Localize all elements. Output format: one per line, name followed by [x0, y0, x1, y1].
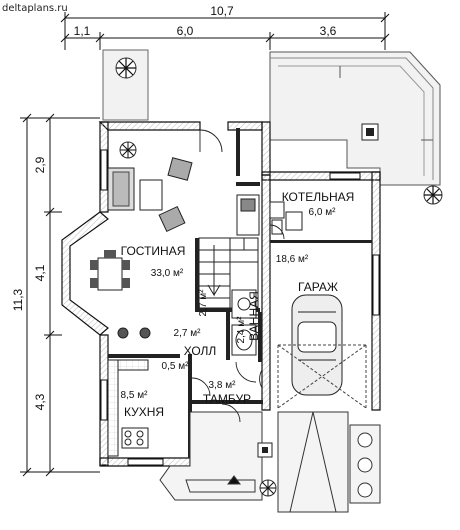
room-label-hall: ХОЛЛ: [184, 344, 217, 358]
plant-icon: [102, 49, 149, 121]
coffee-table: [139, 179, 163, 211]
plant-icon: [119, 141, 137, 159]
terrace-planter: [361, 123, 379, 141]
garage-door: [277, 344, 367, 409]
room-area-boiler: 6,0 м²: [309, 207, 337, 218]
dim-seg-mid: 4,1: [33, 264, 47, 281]
dim-seg-bottom: 4,3: [33, 393, 47, 410]
room-area-pantry: 0,5 м²: [162, 361, 190, 372]
kitchen-fixtures: [107, 327, 151, 457]
fireplace: [236, 194, 260, 236]
armchair: [158, 205, 186, 233]
entry-porch: [159, 411, 263, 501]
dim-seg-middle: 6,0: [177, 24, 194, 38]
room-label-bath: ВАННАЯ: [247, 291, 261, 341]
plant-icon: [423, 185, 443, 205]
porch-lamp: [257, 442, 273, 458]
living-window: [100, 149, 108, 191]
top-dimension-chain: [60, 12, 390, 50]
room-area-bath: 2,4 м²: [236, 316, 247, 344]
room-area-kitchen: 8,5 м²: [121, 390, 149, 401]
kitchen-side-window: [100, 379, 108, 421]
armchair: [167, 157, 193, 181]
plant-icon: [259, 479, 277, 497]
room-area-vestibule: 3,8 м²: [209, 380, 237, 391]
room-label-vestibule: ТАМБУР: [203, 392, 251, 406]
boiler-window: [329, 172, 361, 180]
boiler-equipment: [269, 201, 303, 235]
garage-window: [372, 254, 380, 316]
dim-total-height: 11,3: [11, 288, 25, 311]
room-area-stair: 2,7 м²: [198, 289, 209, 317]
dim-seg-right: 3,6: [320, 24, 337, 38]
dining-table: [90, 250, 130, 291]
room-area-hall: 2,7 м²: [174, 328, 202, 339]
dim-total-width: 10,7: [210, 4, 234, 18]
kitchen-window: [127, 458, 164, 466]
left-dimension-chain: [20, 113, 100, 477]
dim-seg-left: 1,1: [74, 24, 91, 38]
bathroom-fixtures: [231, 289, 257, 356]
room-label-living: ГОСТИНАЯ: [121, 244, 186, 258]
planter-bed: [349, 424, 381, 504]
room-label-boiler: КОТЕЛЬНАЯ: [282, 190, 355, 204]
room-label-garage: ГАРАЖ: [298, 280, 338, 294]
terrace: [269, 51, 441, 186]
sofa: [107, 167, 135, 211]
driveway: [277, 411, 349, 513]
room-label-kitchen: КУХНЯ: [124, 405, 164, 419]
dim-seg-top: 2,9: [33, 156, 47, 173]
room-area-garage: 18,6 м²: [276, 254, 309, 265]
watermark-text: deltaplans.ru: [2, 3, 68, 14]
interior-walls: [108, 128, 372, 458]
garage-car: [291, 294, 343, 396]
door-swings: [191, 129, 285, 423]
room-area-living: 33,0 м²: [151, 268, 184, 279]
